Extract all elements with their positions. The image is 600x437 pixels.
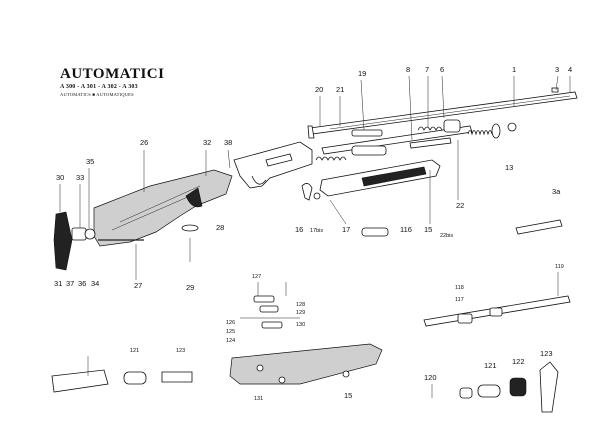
label-128: 128	[296, 302, 305, 308]
caption-left: AUTOMATICS	[60, 92, 91, 97]
model-numbers: A 300 - A 301 - A 302 - A 303	[60, 84, 138, 90]
buttplate-part	[53, 211, 96, 271]
label-129: 129	[296, 310, 305, 316]
bottom-left-parts	[51, 369, 193, 393]
label-6: 6	[440, 65, 444, 74]
label-131: 131	[254, 396, 263, 402]
label-130: 130	[296, 322, 305, 328]
diagram-title: AUTOMATICI	[60, 66, 165, 82]
bottom-right-parts	[459, 361, 559, 413]
caption-bullet: ■	[92, 92, 97, 97]
label-126: 126	[226, 320, 235, 326]
bracket-parts	[240, 295, 300, 329]
label-122: 122	[512, 357, 525, 366]
label-29: 29	[186, 283, 194, 292]
forend-part	[319, 159, 441, 197]
label-8: 8	[406, 65, 410, 74]
label-28: 28	[216, 223, 224, 232]
label-19: 19	[358, 69, 366, 78]
label-26: 26	[140, 138, 148, 147]
label-13: 13	[505, 163, 513, 172]
label-15-bottom: 15	[344, 391, 352, 400]
barrel-part	[307, 87, 578, 139]
label-36: 36	[78, 279, 86, 288]
caption-right: AUTOMATIQUES	[96, 92, 134, 97]
label-125: 125	[226, 329, 235, 335]
label-31: 31	[54, 279, 62, 288]
lower-forend-part	[229, 343, 383, 385]
label-34: 34	[91, 279, 99, 288]
label-17bis: 17bis	[310, 228, 323, 234]
label-17: 17	[342, 225, 350, 234]
action-spring-parts	[315, 119, 517, 161]
label-30: 30	[56, 173, 64, 182]
label-1: 1	[512, 65, 516, 74]
label-16: 16	[295, 225, 303, 234]
magazine-extension-part	[423, 295, 571, 327]
label-3a: 3a	[552, 187, 561, 196]
label-117: 117	[455, 297, 464, 303]
label-120: 120	[424, 373, 437, 382]
label-22bis: 22bis	[440, 233, 453, 239]
label-38: 38	[224, 138, 232, 147]
label-20: 20	[315, 85, 323, 94]
label-123-left: 123	[176, 348, 185, 354]
caption-line: AUTOMATICS ■ AUTOMATIQUES	[60, 92, 134, 97]
label-123-right: 123	[540, 349, 553, 358]
label-118: 118	[455, 285, 464, 291]
leader-lines	[59, 75, 571, 398]
label-35: 35	[86, 157, 94, 166]
label-121-right: 121	[484, 361, 497, 370]
label-116: 116	[400, 225, 412, 234]
stock-part	[93, 169, 233, 247]
label-127: 127	[252, 274, 261, 280]
label-3: 3	[555, 65, 559, 74]
latch-parts	[301, 183, 389, 237]
label-4: 4	[568, 65, 572, 74]
label-21: 21	[336, 85, 344, 94]
rod-3a	[515, 219, 563, 235]
small-part-29	[181, 224, 199, 262]
label-119: 119	[555, 264, 564, 270]
label-124: 124	[226, 338, 235, 344]
label-15-top: 15	[424, 225, 432, 234]
receiver-part	[233, 141, 313, 189]
label-27: 27	[134, 281, 142, 290]
label-33: 33	[76, 173, 84, 182]
label-22: 22	[456, 201, 464, 210]
label-32: 32	[203, 138, 211, 147]
label-7: 7	[425, 65, 429, 74]
label-37: 37	[66, 279, 74, 288]
label-121-left: 121	[130, 348, 139, 354]
